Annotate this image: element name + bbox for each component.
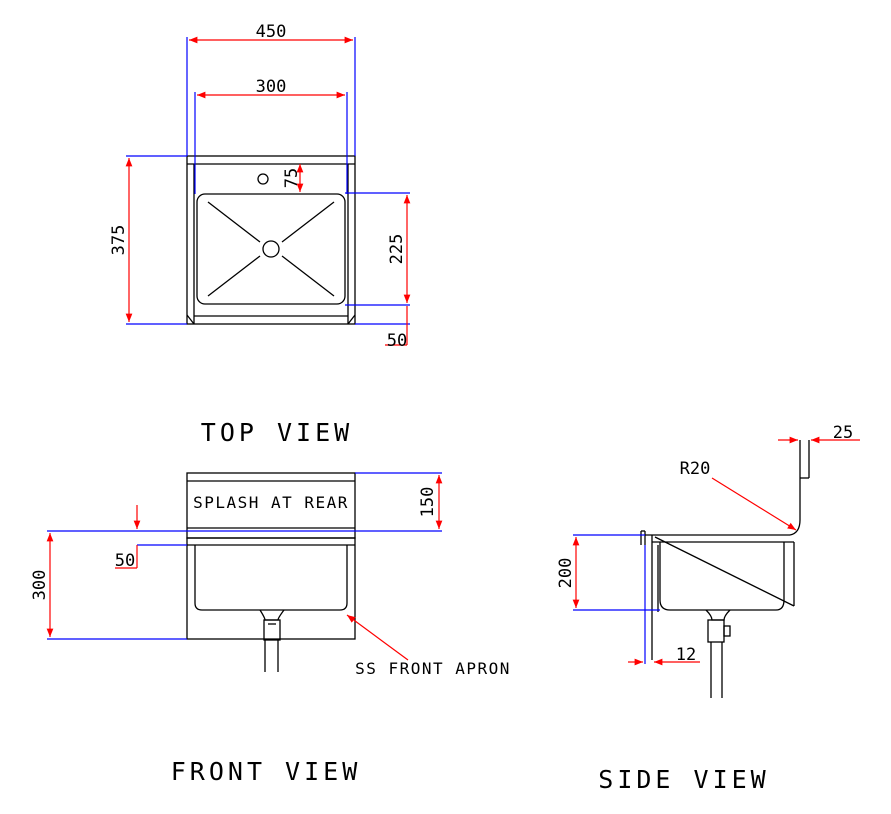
dim-label-450: 450 xyxy=(256,22,287,42)
front-view: SPLASH AT REAR SS FRONT APRON 150 300 50… xyxy=(30,472,511,786)
drain-line-bl xyxy=(207,255,261,297)
drain-hole xyxy=(262,240,280,258)
tap-hole xyxy=(257,173,269,185)
front-waste-trap xyxy=(263,619,281,641)
side-waste-neck xyxy=(705,609,731,621)
top-view-title: TOP VIEW xyxy=(201,418,353,447)
dim-label-200: 200 xyxy=(556,558,576,589)
top-view-corner-right xyxy=(347,314,356,325)
apron-leader xyxy=(346,614,409,661)
dim-r20-leader xyxy=(711,477,797,531)
dim-label-75: 75 xyxy=(282,168,302,188)
front-view-title: FRONT VIEW xyxy=(171,757,362,786)
drain-line-tr xyxy=(281,201,335,243)
top-view-outline xyxy=(186,155,356,325)
dim-label-r20: R20 xyxy=(680,459,711,479)
dim-label-50: 50 xyxy=(387,331,407,351)
front-apron xyxy=(186,537,356,640)
top-view-bowl xyxy=(196,193,346,305)
side-view: R20 25 200 12 SIDE VIEW xyxy=(556,423,860,794)
front-bowl xyxy=(194,545,348,611)
side-waste-trap xyxy=(707,619,725,643)
dim-label-375: 375 xyxy=(109,225,129,256)
side-bowl xyxy=(659,542,785,611)
dim-label-300-front: 300 xyxy=(30,570,50,601)
top-view-corner-left xyxy=(186,314,195,325)
apron-label: SS FRONT APRON xyxy=(355,659,511,678)
dim-label-50-front: 50 xyxy=(115,551,135,571)
splash-label: SPLASH AT REAR xyxy=(193,493,349,512)
drain-line-tl xyxy=(207,201,261,243)
dim-label-225: 225 xyxy=(387,234,407,265)
dim-label-300: 300 xyxy=(256,77,287,97)
side-radius-corner xyxy=(789,519,801,536)
top-view: 450 300 375 75 225 50 TOP VIEW xyxy=(109,22,411,447)
dim-label-25: 25 xyxy=(833,423,853,443)
side-view-title: SIDE VIEW xyxy=(598,765,769,794)
front-waste-neck xyxy=(259,609,285,621)
dim-label-12: 12 xyxy=(676,645,696,665)
dim-label-150: 150 xyxy=(418,487,438,518)
side-bracket xyxy=(654,536,795,607)
side-waste-knob xyxy=(723,625,731,637)
drain-line-br xyxy=(281,255,335,297)
